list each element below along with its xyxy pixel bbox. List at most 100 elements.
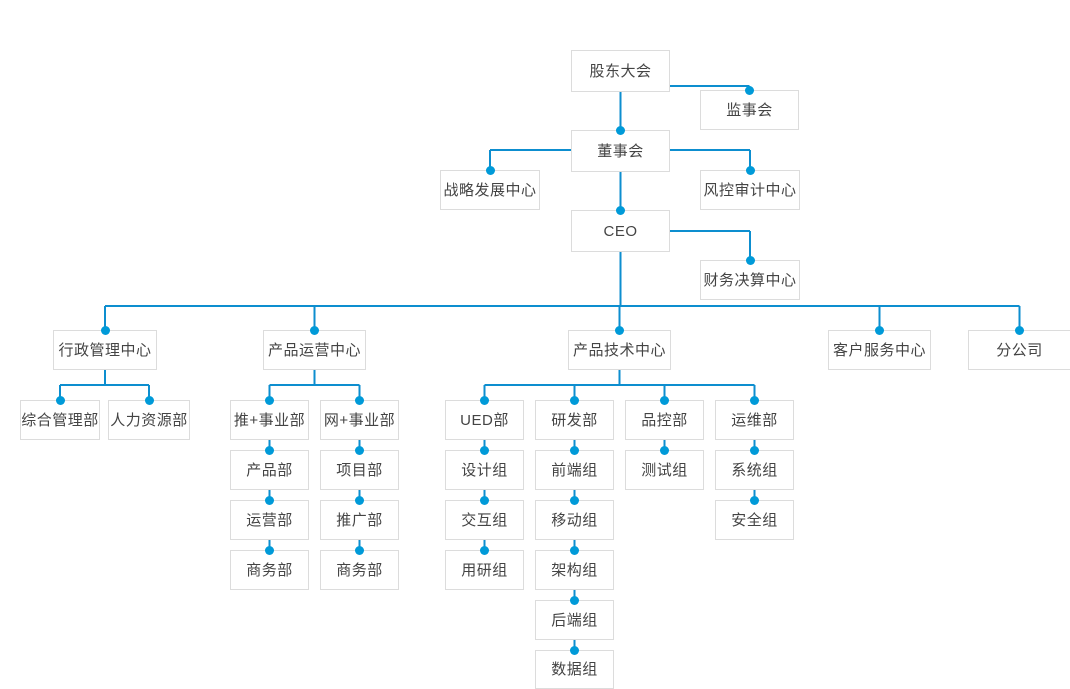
connector-dot-n22: [355, 545, 364, 555]
connector-dot-n20: [355, 445, 364, 455]
org-node-n02[interactable]: 监事会: [700, 90, 799, 130]
connector-dot-n21: [355, 495, 364, 505]
org-node-label: 风控审计中心: [703, 181, 797, 199]
org-node-n16[interactable]: 产品部: [230, 450, 309, 490]
org-node-n28[interactable]: 前端组: [535, 450, 614, 490]
org-node-label: 战略发展中心: [443, 181, 537, 199]
org-node-n01[interactable]: 股东大会: [571, 50, 670, 92]
org-node-n35[interactable]: 运维部: [715, 400, 794, 440]
org-node-label: 产品技术中心: [572, 341, 666, 359]
connector-dot-n17: [265, 495, 274, 505]
org-node-n13[interactable]: 综合管理部: [20, 400, 100, 440]
org-node-n27[interactable]: 研发部: [535, 400, 614, 440]
connector-dot-n36: [750, 445, 759, 455]
org-node-label: 股东大会: [589, 62, 652, 80]
org-node-n18[interactable]: 商务部: [230, 550, 309, 590]
org-node-n30[interactable]: 架构组: [535, 550, 614, 590]
org-node-n25[interactable]: 交互组: [445, 500, 524, 540]
connector-dot-n19: [355, 395, 364, 405]
org-node-n14[interactable]: 人力资源部: [108, 400, 190, 440]
connector-dot-n11: [875, 325, 884, 335]
org-node-label: 数据组: [551, 661, 598, 678]
org-node-label: 测试组: [641, 461, 688, 479]
connector-dot-n37: [750, 495, 759, 505]
connector-dot-n04: [485, 165, 495, 175]
org-node-label: 设计组: [461, 461, 508, 479]
org-node-label: 综合管理部: [21, 411, 99, 429]
org-node-n12[interactable]: 分公司: [968, 330, 1070, 370]
org-node-n34[interactable]: 测试组: [625, 450, 704, 490]
org-node-label: 行政管理中心: [58, 341, 152, 359]
org-node-label: 项目部: [336, 461, 383, 479]
org-node-label: 客户服务中心: [832, 341, 926, 359]
org-node-label: 商务部: [246, 561, 293, 579]
org-node-label: 安全组: [731, 511, 778, 529]
org-node-label: 商务部: [336, 561, 383, 579]
connector-dot-n10: [615, 325, 624, 335]
connector-dot-n25: [480, 495, 489, 505]
connector-dot-n14: [144, 395, 154, 405]
org-node-label: 研发部: [551, 411, 598, 429]
org-node-label: 财务决算中心: [703, 271, 797, 289]
org-node-label: 分公司: [996, 341, 1043, 359]
org-node-n23[interactable]: UED部: [445, 400, 524, 440]
org-node-n20[interactable]: 项目部: [320, 450, 399, 490]
org-node-n03[interactable]: 董事会: [571, 130, 670, 172]
org-node-n29[interactable]: 移动组: [535, 500, 614, 540]
org-node-n26[interactable]: 用研组: [445, 550, 524, 590]
org-node-n19[interactable]: 网+事业部: [320, 400, 399, 440]
org-node-label: 用研组: [461, 561, 508, 579]
org-node-label: 后端组: [551, 611, 598, 629]
connector-dot-n16: [265, 445, 274, 455]
org-node-label: 移动组: [551, 511, 598, 529]
org-node-n21[interactable]: 推广部: [320, 500, 399, 540]
org-node-n36[interactable]: 系统组: [715, 450, 794, 490]
org-node-n08[interactable]: 行政管理中心: [53, 330, 157, 370]
org-node-label: 产品运营中心: [267, 341, 361, 359]
org-node-label: 董事会: [597, 142, 644, 160]
org-node-n05[interactable]: 风控审计中心: [700, 170, 800, 210]
connector-dot-n12: [1015, 325, 1024, 335]
connector-dot-n23: [480, 395, 489, 405]
org-node-n37[interactable]: 安全组: [715, 500, 794, 540]
connector-dot-n03: [616, 125, 625, 135]
org-node-n10[interactable]: 产品技术中心: [568, 330, 671, 370]
connector-dot-n13: [55, 395, 65, 405]
org-node-n33[interactable]: 品控部: [625, 400, 704, 440]
connector-dot-n05: [745, 165, 755, 175]
connector-dot-n18: [265, 545, 274, 555]
org-node-label: 前端组: [551, 461, 598, 479]
connector-dot-n31: [570, 595, 579, 605]
org-node-label: 监事会: [726, 101, 773, 119]
org-node-n09[interactable]: 产品运营中心: [263, 330, 366, 370]
org-node-label: 运维部: [731, 411, 778, 429]
org-node-label: UED部: [460, 411, 509, 429]
connector-dot-n34: [660, 445, 669, 455]
connector-dot-n29: [570, 495, 579, 505]
connector-dot-n33: [660, 395, 669, 405]
connector-dot-n30: [570, 545, 579, 555]
org-node-n07[interactable]: 财务决算中心: [700, 260, 800, 300]
connector-dot-n07: [745, 255, 755, 265]
org-node-label: 架构组: [551, 561, 598, 579]
connector-dot-n32: [570, 645, 579, 655]
org-node-n11[interactable]: 客户服务中心: [828, 330, 931, 370]
org-node-label: CEO: [603, 222, 638, 240]
org-node-n31[interactable]: 后端组: [535, 600, 614, 640]
org-node-label: 品控部: [641, 411, 688, 429]
org-node-n22[interactable]: 商务部: [320, 550, 399, 590]
org-node-label: 系统组: [731, 461, 778, 479]
org-node-label: 运营部: [246, 511, 293, 529]
org-node-n06[interactable]: CEO: [571, 210, 670, 252]
connector-dot-n26: [480, 545, 489, 555]
org-node-label: 推广部: [336, 511, 383, 529]
org-node-n15[interactable]: 推+事业部: [230, 400, 309, 440]
org-node-label: 交互组: [461, 511, 508, 529]
connector-dot-n09: [310, 325, 319, 335]
org-node-n17[interactable]: 运营部: [230, 500, 309, 540]
connector-dot-n06: [616, 205, 625, 215]
org-node-n04[interactable]: 战略发展中心: [440, 170, 540, 210]
org-node-n32[interactable]: 数据组: [535, 650, 614, 689]
org-node-n24[interactable]: 设计组: [445, 450, 524, 490]
